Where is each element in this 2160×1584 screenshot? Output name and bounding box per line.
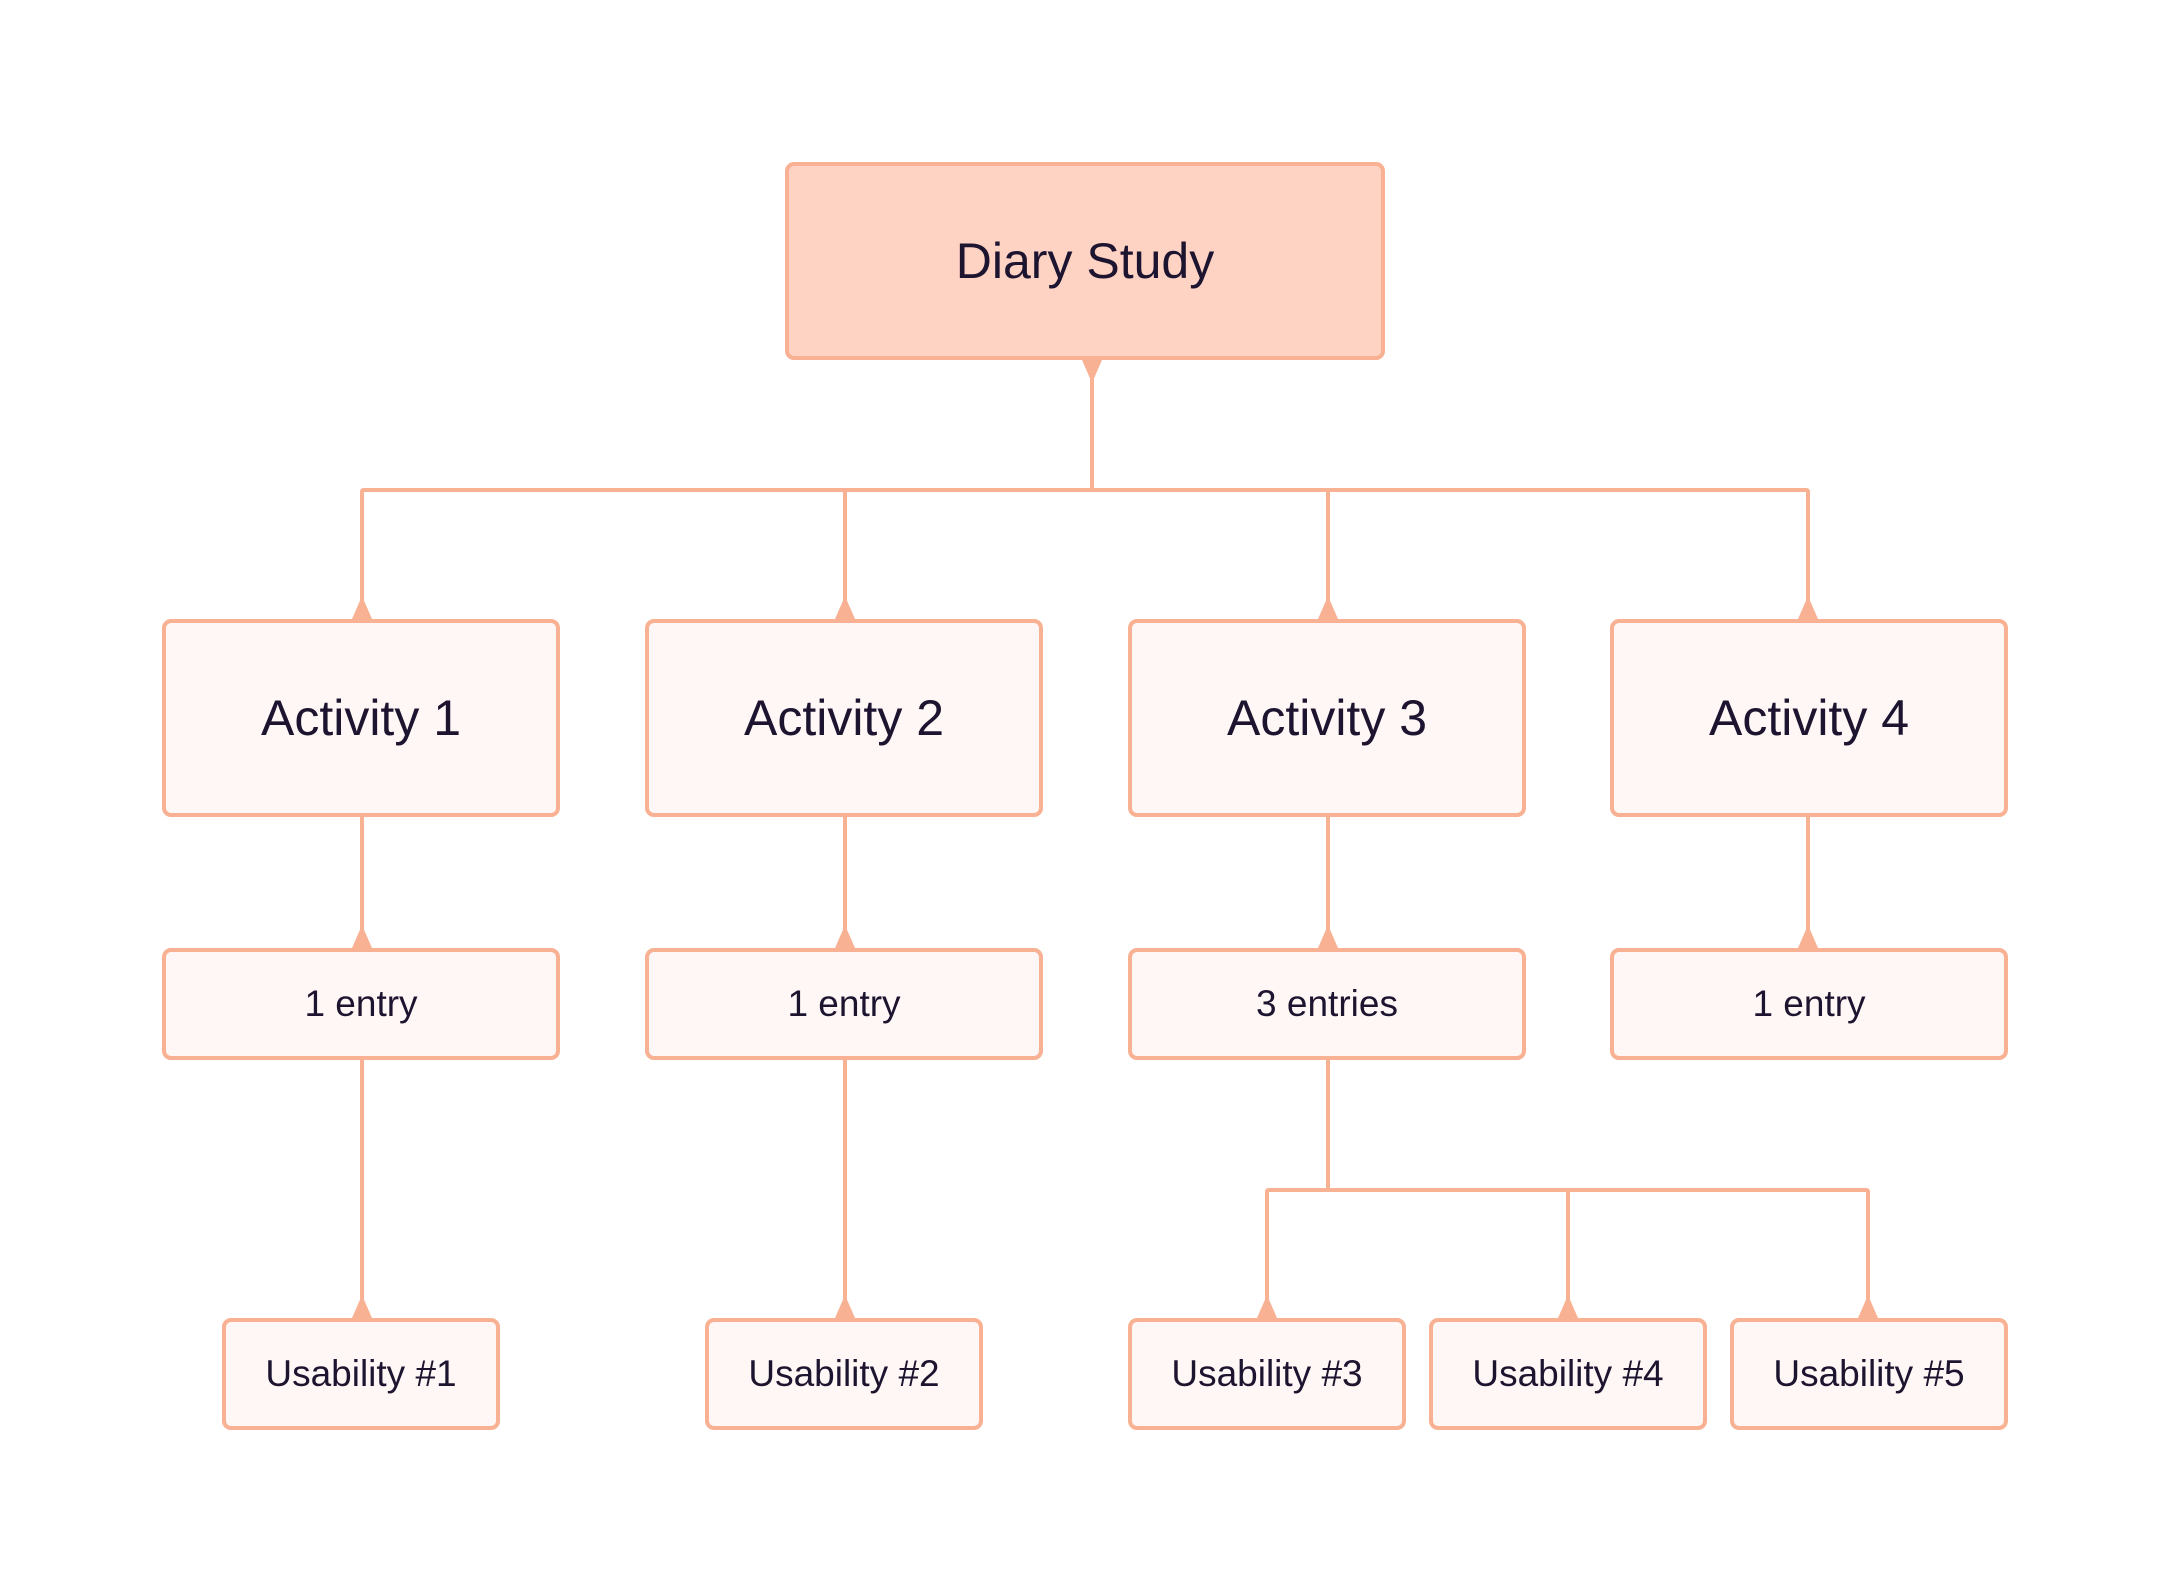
activity-node-label: Activity 1 bbox=[260, 690, 462, 746]
activity-node-3: Activity 3 bbox=[1128, 619, 1526, 817]
entry-count-node-1: 1 entry bbox=[162, 948, 560, 1060]
arrowhead-up-icon bbox=[1798, 596, 1818, 619]
usability-node-3: Usability #3 bbox=[1128, 1318, 1406, 1430]
usability-node-1: Usability #1 bbox=[222, 1318, 500, 1430]
entry-count-label: 3 entries bbox=[1256, 983, 1398, 1024]
activity-node-label: Activity 2 bbox=[743, 690, 945, 746]
arrowhead-up-icon bbox=[1858, 1295, 1878, 1318]
arrowhead-up-icon bbox=[1318, 596, 1338, 619]
arrowhead-up-icon bbox=[835, 925, 855, 948]
entry-count-label: 1 entry bbox=[1752, 983, 1866, 1024]
activity-node-4: Activity 4 bbox=[1610, 619, 2008, 817]
activity-node-label: Activity 3 bbox=[1226, 690, 1428, 746]
usability-node-label: Usability #5 bbox=[1773, 1353, 1965, 1394]
usability-node-label: Usability #1 bbox=[265, 1353, 457, 1394]
activity-node-2: Activity 2 bbox=[645, 619, 1043, 817]
root-node-label: Diary Study bbox=[955, 233, 1215, 289]
arrowhead-up-icon bbox=[835, 596, 855, 619]
arrowhead-up-icon bbox=[352, 596, 372, 619]
usability-node-label: Usability #2 bbox=[748, 1353, 940, 1394]
arrowhead-up-icon bbox=[1798, 925, 1818, 948]
root-node-diary-study: Diary Study bbox=[785, 162, 1385, 360]
activity-node-label: Activity 4 bbox=[1708, 690, 1910, 746]
entry-count-node-2: 1 entry bbox=[645, 948, 1043, 1060]
entry-3-to-usability-connector bbox=[1265, 1060, 1870, 1318]
entry-count-label: 1 entry bbox=[304, 983, 418, 1024]
root-to-activities-connector bbox=[360, 360, 1810, 619]
activity-node-1: Activity 1 bbox=[162, 619, 560, 817]
arrowhead-up-icon bbox=[835, 1295, 855, 1318]
arrowhead-up-icon bbox=[1318, 925, 1338, 948]
arrowhead-up-icon bbox=[1257, 1295, 1277, 1318]
arrowhead-down-icon bbox=[1082, 360, 1102, 383]
usability-node-2: Usability #2 bbox=[705, 1318, 983, 1430]
arrowhead-up-icon bbox=[352, 1295, 372, 1318]
usability-node-5: Usability #5 bbox=[1730, 1318, 2008, 1430]
arrowhead-up-icon bbox=[1558, 1295, 1578, 1318]
usability-node-label: Usability #3 bbox=[1171, 1353, 1363, 1394]
arrowhead-up-icon bbox=[352, 925, 372, 948]
usability-node-4: Usability #4 bbox=[1429, 1318, 1707, 1430]
usability-node-label: Usability #4 bbox=[1472, 1353, 1664, 1394]
entry-count-node-3: 3 entries bbox=[1128, 948, 1526, 1060]
entry-count-node-4: 1 entry bbox=[1610, 948, 2008, 1060]
entry-count-label: 1 entry bbox=[787, 983, 901, 1024]
